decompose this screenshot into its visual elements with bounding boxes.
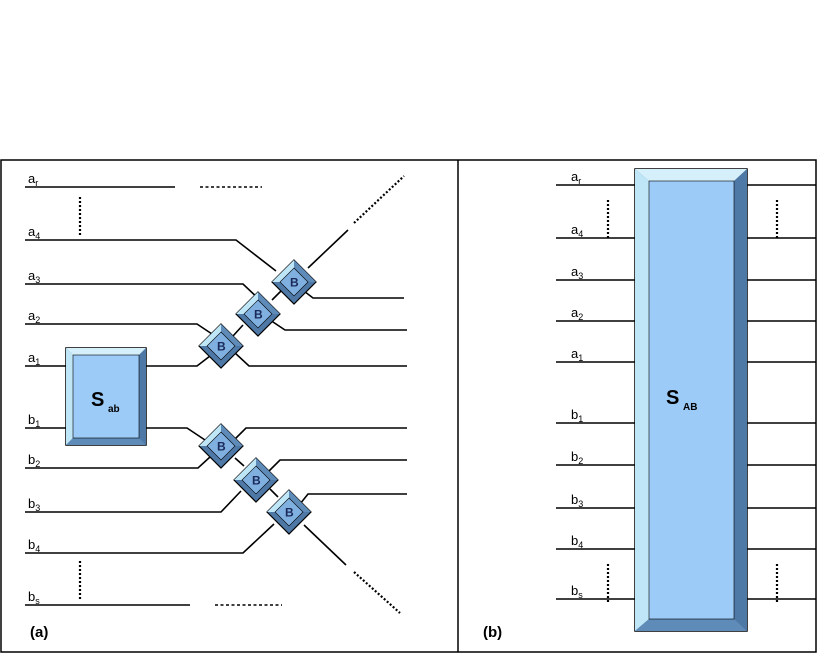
label-b-a-2: a2 — [571, 305, 583, 322]
panel-a-label: (a) — [30, 624, 48, 641]
label-b-b-4: b4 — [571, 533, 583, 550]
mode-line-b2 — [25, 456, 211, 469]
label-a-4: a4 — [28, 224, 40, 241]
beamsplitter-label: B — [217, 440, 226, 454]
beamsplitter-1: B — [271, 259, 317, 305]
sab-label: S — [91, 389, 104, 411]
output-line-l1 — [233, 427, 407, 441]
sAB-subscript: AB — [683, 402, 697, 413]
cascade-link-1 — [232, 324, 244, 337]
figure-frame — [0, 159, 817, 653]
label-b-4: b4 — [28, 537, 40, 554]
ellipsis-diagonal-down — [353, 571, 401, 614]
label-b-1: b1 — [28, 412, 40, 429]
beamsplitter-group: B B B B B B — [198, 259, 317, 535]
output-line-l3 — [299, 493, 407, 505]
label-b-b-s: bs — [571, 583, 583, 600]
panel-a-labels: ar a4 a3 a2 a1 b1 b2 b3 b4 bs — [28, 171, 40, 606]
beamsplitter-2: B — [235, 291, 281, 337]
beamsplitter-label: B — [217, 340, 226, 354]
output-line-l2 — [268, 459, 407, 472]
label-b-b-1: b1 — [571, 407, 583, 424]
cascade-link-2 — [271, 289, 283, 301]
cascade-down-line — [303, 524, 347, 566]
label-b-a-4: a4 — [571, 222, 583, 239]
output-line-u1 — [299, 287, 404, 299]
label-a-r: ar — [28, 171, 38, 188]
label-b-a-3: a3 — [571, 264, 583, 281]
beamsplitter-6: B — [266, 489, 312, 535]
ellipsis-diagonal-up — [353, 175, 405, 224]
label-b-2: b2 — [28, 452, 40, 469]
beamsplitter-4: B — [198, 423, 244, 469]
output-line-u2 — [269, 319, 407, 331]
label-b-a-1: a1 — [571, 346, 583, 363]
label-b-b-3: b3 — [571, 492, 583, 509]
beamsplitter-label: B — [254, 308, 263, 322]
sab-output-a — [146, 355, 211, 367]
panel-b-mode-lines — [556, 184, 816, 600]
sab-output-b — [146, 427, 206, 441]
output-line-u3 — [233, 351, 407, 367]
sAB-block: S AB — [634, 168, 748, 632]
label-a-1: a1 — [28, 350, 40, 367]
panel-a — [25, 175, 407, 614]
mode-line-a4 — [25, 239, 277, 272]
beamsplitter-label: B — [285, 506, 294, 520]
label-b-a-r: ar — [571, 169, 581, 186]
sab-subscript: ab — [108, 404, 120, 415]
cascade-link-3 — [234, 457, 245, 467]
panel-b-labels: ar a4 a3 a2 a1 b1 b2 b3 b4 bs — [571, 169, 583, 600]
mode-line-b4 — [25, 523, 275, 554]
sAB-label: S — [666, 387, 679, 409]
sab-block: S ab — [65, 347, 147, 446]
mode-line-b3 — [25, 490, 242, 513]
beamsplitter-label: B — [290, 276, 299, 290]
beamsplitter-label: B — [252, 474, 261, 488]
mode-line-a2 — [25, 323, 213, 335]
label-b-3: b3 — [28, 496, 40, 513]
label-a-2: a2 — [28, 308, 40, 325]
label-b-b-2: b2 — [571, 449, 583, 466]
mode-line-a3 — [25, 283, 263, 303]
label-a-3: a3 — [28, 268, 40, 285]
beamsplitter-3: B — [198, 323, 244, 369]
label-b-s: bs — [28, 589, 40, 606]
beamsplitter-5: B — [233, 457, 279, 503]
panel-b-label: (b) — [483, 624, 502, 641]
cascade-link-4 — [269, 488, 279, 498]
cascade-up-line — [307, 229, 349, 269]
